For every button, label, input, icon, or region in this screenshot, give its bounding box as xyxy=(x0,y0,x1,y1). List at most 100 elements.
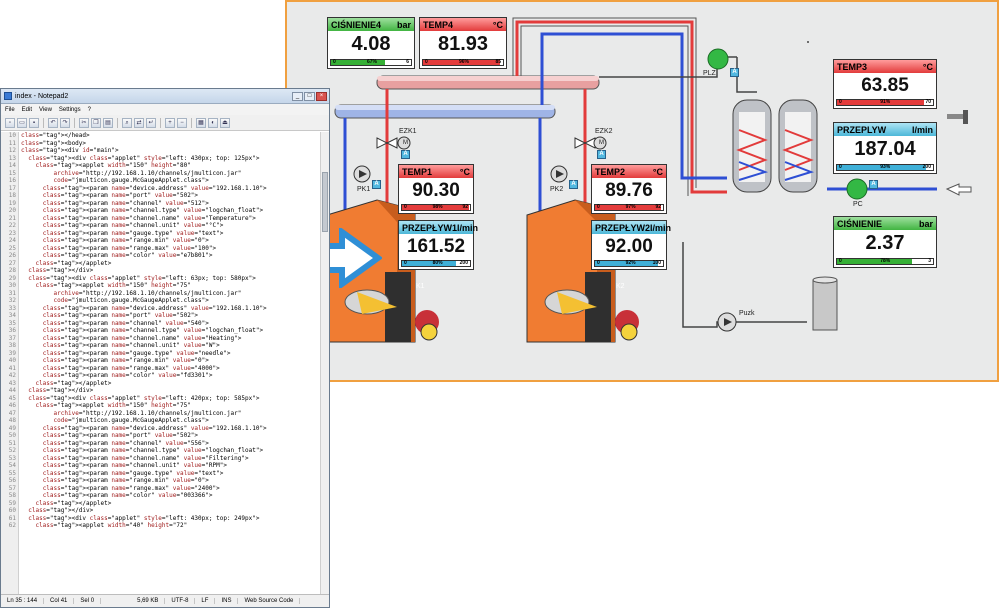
code-line[interactable]: class="tag"><param name="range.max" valu… xyxy=(42,364,220,372)
code-line[interactable]: class="tag"><param name="gauge.type" val… xyxy=(42,469,224,477)
code-line[interactable]: class="tag"></applet> xyxy=(35,379,112,387)
code-line[interactable]: class="tag"><param name="port" value="50… xyxy=(42,432,199,439)
auto-badge-pk1[interactable]: A xyxy=(372,180,381,189)
auto-badge-plz[interactable]: A xyxy=(730,68,739,77)
code-line[interactable]: class="tag"></div> xyxy=(28,387,94,394)
save-icon[interactable]: ▪ xyxy=(29,117,39,128)
code-line[interactable]: class="tag"><param name="channel" value=… xyxy=(42,319,209,327)
line-number: 33 xyxy=(8,304,16,312)
code-line[interactable]: class="tag"><applet width="150" height="… xyxy=(35,162,191,169)
vertical-scrollbar[interactable] xyxy=(320,132,329,596)
new-icon[interactable]: ▫ xyxy=(5,117,15,128)
title-bar[interactable]: index - Notepad2 _ □ × xyxy=(1,89,329,104)
code-line[interactable]: class="tag"></div> xyxy=(28,267,94,274)
code-line[interactable]: code="jmulticon.gauge.McGaugeApplet.clas… xyxy=(53,177,209,184)
menu-item-3[interactable]: Settings xyxy=(58,106,81,113)
auto-badge-pc[interactable]: A xyxy=(869,180,878,189)
code-line[interactable]: class="tag"><param name="channel.unit" v… xyxy=(42,222,224,229)
code-line[interactable]: class="tag"><param name="channel.name" v… xyxy=(42,454,249,462)
view-icon[interactable]: ▦ xyxy=(196,117,206,128)
code-line[interactable]: class="tag"><param name="range.max" valu… xyxy=(42,484,220,492)
code-line[interactable]: class="tag"><param name="channel.type" v… xyxy=(42,447,264,454)
code-line[interactable]: class="tag"><div id="main"> xyxy=(21,147,119,154)
code-line[interactable]: class="tag"><param name="channel.name" v… xyxy=(42,334,242,342)
code-line[interactable]: class="tag"><param name="device.address"… xyxy=(42,184,267,192)
find-icon[interactable]: ⌕ xyxy=(122,117,132,128)
code-line[interactable]: archive="http://192.168.1.10/channels/jm… xyxy=(53,169,242,177)
code-line[interactable]: class="tag"><param name="device.address"… xyxy=(42,304,267,312)
code-line[interactable]: class="tag"><param name="range.max" valu… xyxy=(42,244,217,252)
code-line[interactable]: code="jmulticon.gauge.McGaugeApplet.clas… xyxy=(53,297,209,304)
code-line[interactable]: class="tag"><param name="gauge.type" val… xyxy=(42,349,231,357)
paste-icon[interactable]: ▤ xyxy=(103,117,113,128)
menu-item-4[interactable]: ? xyxy=(87,106,91,113)
scrollbar-thumb[interactable] xyxy=(322,172,328,232)
gauge-percent: 96% xyxy=(459,59,470,65)
exit-icon[interactable]: ⏏ xyxy=(220,117,230,128)
zoom-in-icon[interactable]: + xyxy=(165,117,175,128)
gauge-header: TEMP1°C xyxy=(399,165,473,178)
code-line[interactable]: class="tag"><param name="channel.type" v… xyxy=(42,327,264,334)
copy-icon[interactable]: ❐ xyxy=(91,117,101,128)
code-line[interactable]: archive="http://192.168.1.10/channels/jm… xyxy=(53,409,242,417)
code-line[interactable]: class="tag"><div class="applet" style="l… xyxy=(28,394,260,402)
code-line[interactable]: class="tag"><param name="color" value="f… xyxy=(42,372,213,379)
undo-icon[interactable]: ↶ xyxy=(48,117,58,128)
replace-icon[interactable]: ⇄ xyxy=(134,117,144,128)
close-button[interactable]: × xyxy=(316,91,327,101)
code-line[interactable]: class="tag"><param name="channel.type" v… xyxy=(42,207,264,214)
code-line[interactable]: class="tag"></applet> xyxy=(35,259,112,267)
cut-icon[interactable]: ✂ xyxy=(79,117,89,128)
code-line[interactable]: class="tag"></div> xyxy=(28,507,94,514)
line-number: 11 xyxy=(8,139,16,147)
code-line[interactable]: class="tag"><param name="range.min" valu… xyxy=(42,357,209,364)
minimize-button[interactable]: _ xyxy=(292,91,303,101)
code-line[interactable]: class="tag"><param name="port" value="50… xyxy=(42,192,199,199)
code-line[interactable]: class="tag"><param name="channel" value=… xyxy=(42,199,209,207)
auto-badge-ezk1[interactable]: A xyxy=(401,150,410,159)
code-line[interactable]: archive="http://192.168.1.10/channels/jm… xyxy=(53,289,242,297)
code-line[interactable]: class="tag"><param name="gauge.type" val… xyxy=(42,229,224,237)
menu-item-2[interactable]: View xyxy=(39,106,52,113)
maximize-button[interactable]: □ xyxy=(304,91,315,101)
scheme-icon[interactable]: ◐ xyxy=(208,117,218,128)
menu-item-0[interactable]: File xyxy=(5,106,15,113)
code-line[interactable]: class="tag"><applet width="40" height="7… xyxy=(35,522,188,529)
code-line[interactable]: class="tag"><param name="channel" value=… xyxy=(42,439,209,447)
auto-badge-ezk2[interactable]: A xyxy=(597,150,606,159)
code-line[interactable]: class="tag"><param name="range.min" valu… xyxy=(42,237,209,244)
code-line[interactable]: class="tag"></head> xyxy=(21,132,90,139)
code-line[interactable]: class="tag"><param name="range.min" valu… xyxy=(42,477,209,484)
code-line[interactable]: class="tag"><body> xyxy=(21,139,87,147)
status-position: Ln 35 : 144 xyxy=(1,598,45,604)
wrap-icon[interactable]: ↵ xyxy=(146,117,156,128)
code-line[interactable]: class="tag"><param name="channel.unit" v… xyxy=(42,342,220,349)
code-line[interactable]: class="tag"><param name="device.address"… xyxy=(42,424,267,432)
code-line[interactable]: class="tag"><applet width="150" height="… xyxy=(35,402,191,409)
line-number: 47 xyxy=(8,409,16,417)
auto-badge-pk2[interactable]: A xyxy=(569,180,578,189)
redo-icon[interactable]: ↷ xyxy=(60,117,70,128)
zoom-out-icon[interactable]: − xyxy=(177,117,187,128)
line-number: 22 xyxy=(8,222,16,229)
code-line[interactable]: class="tag"><div class="applet" style="l… xyxy=(28,514,260,522)
open-icon[interactable]: ▭ xyxy=(17,117,27,128)
code-text[interactable]: class="tag"></head>class="tag"><body>cla… xyxy=(21,132,322,530)
menu-item-1[interactable]: Edit xyxy=(21,106,33,113)
code-line[interactable]: class="tag"><div class="applet" style="l… xyxy=(28,274,256,282)
code-line[interactable]: class="tag"><param name="channel.unit" v… xyxy=(42,462,227,469)
gauge-percent: 91% xyxy=(880,99,891,105)
code-line[interactable]: class="tag"><applet width="150" height="… xyxy=(35,282,191,289)
code-line[interactable]: class="tag"><param name="color" value="0… xyxy=(42,492,213,499)
code-line[interactable]: class="tag"><div class="applet" style="l… xyxy=(28,154,260,162)
code-line[interactable]: code="jmulticon.gauge.McGaugeApplet.clas… xyxy=(53,417,209,424)
code-line[interactable]: class="tag"><param name="channel.name" v… xyxy=(42,214,256,222)
code-line[interactable]: class="tag"><param name="port" value="50… xyxy=(42,312,199,319)
line-number: 54 xyxy=(8,462,16,469)
code-line[interactable]: class="tag"></applet> xyxy=(35,499,112,507)
code-line[interactable]: class="tag"><param name="color" value="e… xyxy=(42,252,213,259)
